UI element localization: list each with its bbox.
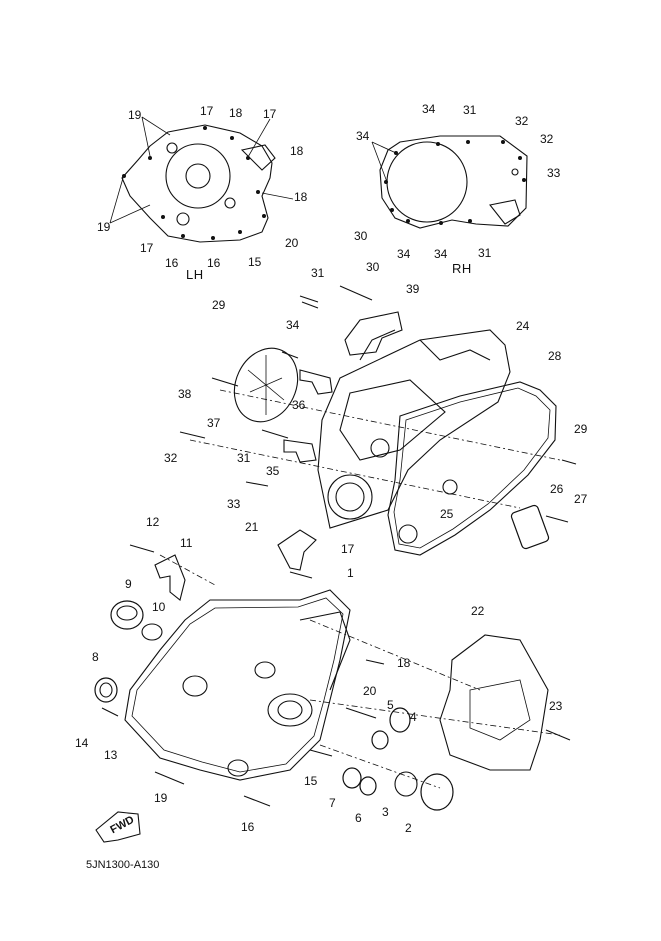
bracket-35	[283, 439, 317, 463]
bolts-middle	[179, 285, 577, 550]
callout: 24	[516, 319, 530, 333]
callout: 23	[549, 699, 563, 713]
callout: 31	[237, 451, 251, 465]
callout: 19	[154, 791, 168, 805]
diagram-code: 5JN1300-A130	[86, 859, 160, 871]
cover-22	[439, 634, 549, 771]
callout: 32	[515, 114, 529, 128]
callout: 34	[397, 247, 411, 261]
gear-cover-37	[233, 347, 299, 423]
callout: 17	[263, 107, 277, 121]
callout: 33	[547, 166, 561, 180]
callout: 30	[354, 229, 368, 243]
section-label-rh: RH	[452, 261, 472, 276]
callout: 17	[140, 241, 154, 255]
callout: 16	[165, 256, 179, 270]
callout: 17	[200, 104, 214, 118]
callout: 30	[366, 260, 380, 274]
callout: 29	[574, 422, 588, 436]
callout: 39	[406, 282, 420, 296]
callout: 16	[207, 256, 221, 270]
seal-8	[94, 677, 118, 703]
o-ring-10	[141, 623, 163, 641]
callout: 18	[397, 656, 411, 670]
callout: 32	[540, 132, 554, 146]
callout: 28	[548, 349, 562, 363]
callout: 35	[266, 464, 280, 478]
fwd-arrow-icon	[95, 811, 141, 843]
callout: 34	[434, 247, 448, 261]
bracket-36	[299, 369, 333, 395]
crankcase-cover-rh	[317, 329, 511, 529]
callout: 25	[440, 507, 454, 521]
callout: 18	[229, 106, 243, 120]
callout: 8	[92, 650, 99, 664]
callout: 13	[104, 748, 118, 762]
callout: 9	[125, 577, 132, 591]
callout: 19	[97, 220, 111, 234]
callout: 12	[146, 515, 160, 529]
bracket-21	[277, 529, 317, 571]
callout: 3	[382, 805, 389, 819]
oil-plug-9	[110, 600, 144, 630]
callout: 18	[294, 190, 308, 204]
callout: 31	[311, 266, 325, 280]
alignment-lines	[159, 389, 561, 789]
callout: 38	[178, 387, 192, 401]
callout: 31	[478, 246, 492, 260]
callout: 20	[363, 684, 377, 698]
rh-cover-gasket	[371, 135, 528, 229]
callout: 20	[285, 236, 299, 250]
callout: 37	[207, 416, 221, 430]
callout: 2	[405, 821, 412, 835]
callout: 34	[356, 129, 370, 143]
callout: 15	[248, 255, 262, 269]
callout: 29	[212, 298, 226, 312]
gasket-28	[387, 381, 557, 556]
callout: 6	[355, 811, 362, 825]
section-label-lh: LH	[186, 267, 204, 282]
callout: 5	[387, 698, 394, 712]
callout: 36	[292, 398, 306, 412]
callout: 1	[347, 566, 354, 580]
callout: 34	[422, 102, 436, 116]
callout: 17	[341, 542, 355, 556]
bolts-lower	[101, 544, 571, 807]
callout: 19	[128, 108, 142, 122]
callout: 16	[241, 820, 255, 834]
callout: 34	[286, 318, 300, 332]
callout: 27	[574, 492, 588, 506]
plugs-lower-right	[342, 707, 454, 811]
callout: 18	[290, 144, 304, 158]
callout: 21	[245, 520, 259, 534]
callout: 32	[164, 451, 178, 465]
callout: 14	[75, 736, 89, 750]
callout: 7	[329, 796, 336, 810]
bracket-39	[344, 311, 403, 356]
crankcase-cover-lh	[124, 589, 351, 781]
callout: 22	[471, 604, 485, 618]
bracket-11	[154, 554, 186, 601]
callout: 4	[410, 710, 417, 724]
callout: 26	[550, 482, 564, 496]
callout: 33	[227, 497, 241, 511]
callout: 10	[152, 600, 166, 614]
callout: 31	[463, 103, 477, 117]
lh-cover-gasket	[109, 116, 294, 243]
callout: 15	[304, 774, 318, 788]
callout: 11	[180, 536, 193, 550]
